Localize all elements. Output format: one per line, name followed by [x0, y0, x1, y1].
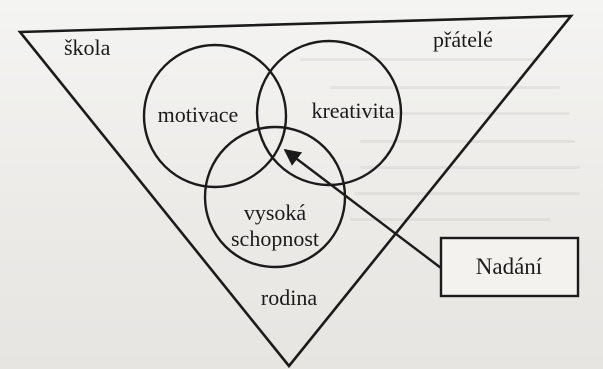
- bleed-through-line: [360, 140, 575, 143]
- bleed-through-line: [355, 192, 580, 195]
- label-kreativita: kreativita: [311, 98, 394, 123]
- bleed-through-line: [350, 218, 550, 221]
- bleed-through-line: [330, 86, 560, 89]
- bleed-through-line: [350, 112, 570, 115]
- circle-vysoka-schopnost: [203, 125, 347, 269]
- label-nadani: Nadání: [476, 254, 543, 279]
- label-skola: škola: [64, 35, 111, 60]
- nadani-box: [439, 236, 580, 298]
- circle-kreativita: [255, 39, 403, 187]
- label-rodina: rodina: [261, 285, 317, 310]
- label-vysoka: vysoká: [244, 200, 307, 225]
- bleed-through-line: [360, 166, 580, 169]
- arrow-line: [283, 148, 442, 269]
- circle-motivace: [142, 43, 288, 189]
- label-schopnost: schopnost: [231, 226, 319, 251]
- label-motivace: motivace: [158, 102, 239, 127]
- label-pratele: přátelé: [433, 27, 493, 52]
- bleed-through-line: [300, 58, 540, 61]
- outer-triangle: [17, 14, 574, 369]
